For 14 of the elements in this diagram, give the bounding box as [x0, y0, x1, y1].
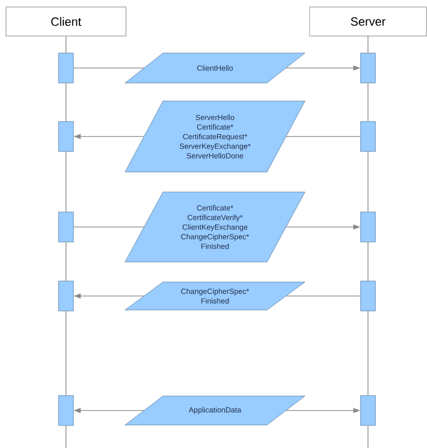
activation-bar — [360, 212, 376, 242]
activation-bar — [58, 395, 74, 426]
activation-bar — [58, 212, 74, 242]
connector-line — [73, 226, 144, 228]
activation-bar — [58, 280, 74, 312]
participant-box: Server — [309, 6, 427, 36]
activation-bar — [360, 52, 376, 84]
activation-bar — [58, 121, 74, 152]
activation-bar — [360, 280, 376, 312]
participant-box: Client — [6, 6, 126, 36]
activation-bar — [58, 52, 74, 84]
activation-bar — [360, 395, 376, 426]
activation-bar — [360, 121, 376, 152]
connector-line — [286, 136, 361, 137]
